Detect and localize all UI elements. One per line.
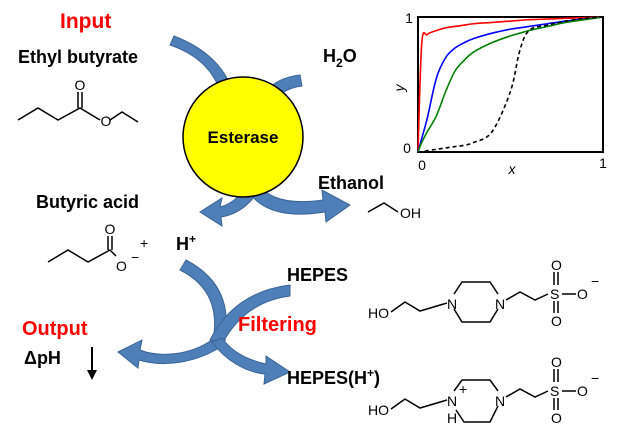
svg-text:H: H (447, 410, 457, 426)
svg-text:O: O (101, 113, 112, 129)
svg-text:O: O (577, 286, 588, 302)
output-label: Output (22, 318, 88, 340)
svg-text:O: O (577, 383, 588, 399)
y-axis-label: y (391, 84, 407, 93)
esterase-enzyme (182, 76, 304, 198)
x-axis-label: x (508, 161, 517, 177)
x-tick-0: 0 (418, 157, 426, 173)
svg-text:−: − (591, 370, 599, 386)
y-tick-1: 1 (405, 10, 413, 26)
filtering-label: Filtering (238, 314, 317, 336)
butyric-acid-label: Butyric acid (36, 192, 139, 212)
svg-text:O: O (551, 410, 562, 426)
svg-text:S: S (550, 286, 559, 302)
ethyl-butyrate-structure: O O (17, 77, 139, 129)
hepes-h-label: HEPES(H+) (287, 366, 380, 388)
svg-text:HO: HO (368, 305, 389, 321)
svg-text:O: O (551, 354, 562, 370)
enzyme-label: Esterase (208, 128, 279, 147)
plot-frame (417, 16, 604, 153)
ethanol-label: Ethanol (318, 173, 384, 193)
svg-text:−: − (131, 249, 139, 265)
svg-text:HO: HO (368, 402, 389, 418)
butyrate-structure: O O − + (47, 221, 148, 274)
y-tick-0: 0 (403, 140, 411, 156)
hepes-h-structure: HO N + H N S O O O − (368, 354, 599, 426)
svg-text:N: N (495, 393, 505, 409)
proton-label: H+ (176, 232, 196, 254)
svg-text:O: O (116, 258, 127, 274)
svg-text:N: N (447, 393, 457, 409)
svg-text:N: N (495, 296, 505, 312)
svg-text:O: O (551, 313, 562, 329)
series-line-blue (417, 16, 604, 153)
svg-text:−: − (591, 273, 599, 289)
series-line-red (417, 16, 604, 153)
arrow-hepes-h-out (211, 337, 292, 385)
hepes-label: HEPES (287, 265, 348, 285)
series-line-green (417, 16, 604, 153)
svg-text:O: O (551, 257, 562, 273)
input-label: Input (60, 10, 111, 33)
svg-text:N: N (447, 296, 457, 312)
series-line-black-dashed (417, 16, 604, 153)
svg-text:OH: OH (400, 205, 421, 221)
x-tick-1: 1 (599, 155, 607, 171)
substrate-label: Ethyl butyrate (18, 47, 138, 67)
response-curve-chart: 1 0 0 1 x y (391, 10, 607, 177)
svg-text:O: O (75, 77, 86, 93)
svg-text:S: S (550, 383, 559, 399)
hepes-structure: HO N N S O O O − (368, 257, 599, 329)
down-arrow-icon (87, 347, 97, 380)
svg-text:+: + (459, 381, 467, 397)
delta-ph-label: ΔpH (24, 348, 61, 368)
water-label: H2O (323, 46, 357, 70)
svg-text:O: O (105, 221, 116, 237)
arrow-output (117, 339, 223, 369)
svg-text:+: + (140, 235, 148, 251)
ethanol-structure: OH (367, 202, 421, 221)
